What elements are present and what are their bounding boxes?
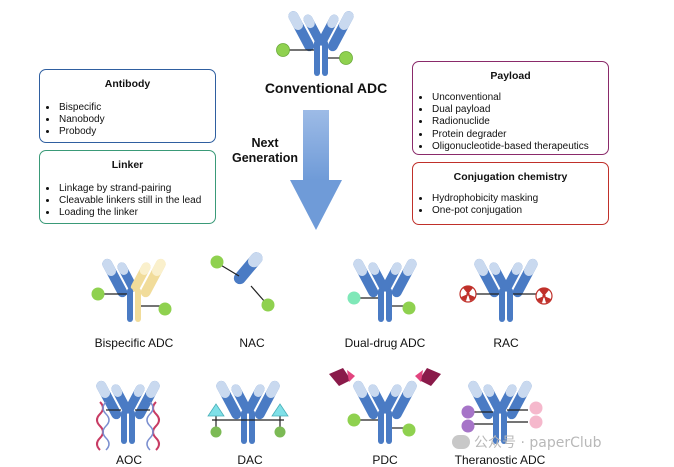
- linker-box-title: Linker: [111, 159, 144, 171]
- list-item: Unconventional: [431, 92, 608, 104]
- conjugation-box-title: Conjugation chemistry: [453, 171, 568, 183]
- list-item: Loading the linker: [58, 207, 215, 219]
- wechat-icon: [452, 435, 470, 449]
- rac-label: RAC: [493, 336, 519, 350]
- list-item: Cleavable linkers still in the lead: [58, 195, 215, 207]
- watermark: 公众号 · paperClub: [452, 432, 602, 452]
- next-generation-label: Next Generation: [230, 136, 300, 166]
- list-item: Oligonucleotide-based therapeutics: [431, 141, 608, 153]
- dual-drug-adc-label: Dual-drug ADC: [344, 336, 426, 350]
- pdc-label: PDC: [372, 453, 398, 467]
- antibody-box: Antibody Bispecific Nanobody Probody: [39, 69, 216, 143]
- next-generation-arrow: [290, 110, 342, 230]
- list-item: Probody: [58, 126, 215, 138]
- conventional-adc-title: Conventional ADC: [264, 80, 388, 96]
- bispecific-adc-label: Bispecific ADC: [94, 336, 174, 350]
- theranostic-adc-label: Theranostic ADC: [454, 453, 546, 467]
- antibody-box-title: Antibody: [104, 78, 151, 90]
- linker-box: Linker Linkage by strand-pairing Cleavab…: [39, 150, 216, 224]
- list-item: Bispecific: [58, 102, 215, 114]
- theranostic-adc-icon: [461, 373, 543, 444]
- watermark-text: 公众号 · paperClub: [474, 435, 602, 451]
- bispecific-adc-icon: [91, 258, 172, 322]
- list-item: Nanobody: [58, 114, 215, 126]
- dac-icon: [207, 373, 289, 444]
- payload-box: Payload Unconventional Dual payload Radi…: [412, 61, 609, 155]
- conjugation-box: Conjugation chemistry Hydrophobicity mas…: [412, 162, 609, 225]
- payload-box-title: Payload: [490, 70, 531, 82]
- pdc-icon: [329, 368, 441, 444]
- list-item: Dual payload: [431, 104, 608, 116]
- aoc-icon: [94, 373, 162, 451]
- next-label: Next: [251, 136, 279, 150]
- dual-drug-adc-icon: [347, 251, 419, 322]
- aoc-label: AOC: [115, 453, 142, 467]
- top-antibody: [276, 11, 354, 76]
- dac-label: DAC: [237, 453, 263, 467]
- list-item: One-pot conjugation: [431, 205, 608, 217]
- rac-icon: [459, 251, 553, 322]
- list-item: Protein degrader: [431, 129, 608, 141]
- nac-label: NAC: [239, 336, 265, 350]
- list-item: Hydrophobicity masking: [431, 193, 608, 205]
- list-item: Linkage by strand-pairing: [58, 183, 215, 195]
- generation-label: Generation: [232, 151, 298, 165]
- nac-icon: [210, 252, 275, 312]
- list-item: Radionuclide: [431, 116, 608, 128]
